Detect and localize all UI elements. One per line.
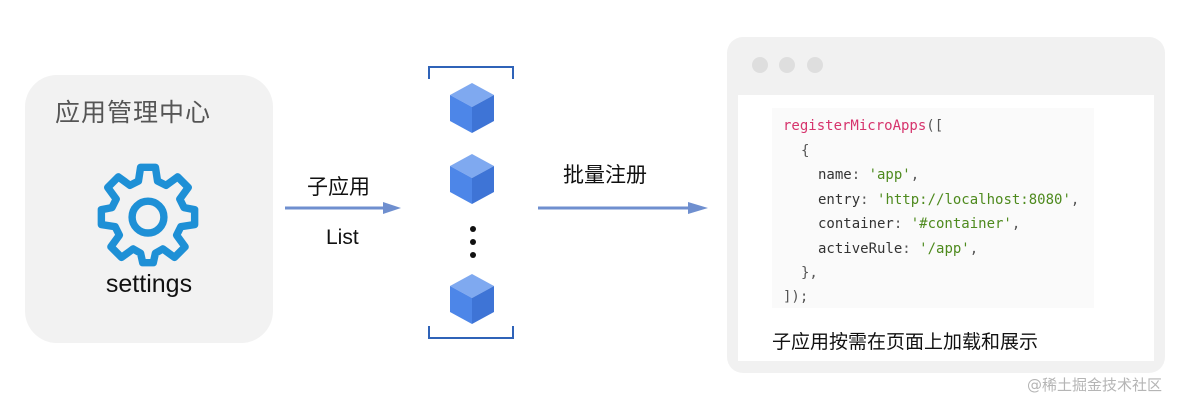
settings-label: settings [105,270,193,298]
card-title: 应用管理中心 [55,98,212,127]
arrow-right-2 [538,202,708,214]
code-line: activeRule: '/app', [818,241,979,257]
arrow1-top-label: 子应用 [307,175,370,199]
window-dot [779,57,795,73]
browser-caption: 子应用按需在页面上加载和展示 [772,331,1039,353]
cube-icon [450,83,494,133]
ellipsis-vertical-icon [470,226,476,258]
code-line: { [801,143,810,159]
gear-icon [97,163,199,267]
code-line: entry: 'http://localhost:8080', [818,192,1080,208]
code-line: container: '#container', [818,216,1021,232]
watermark: @稀土掘金技术社区 [1027,376,1163,394]
cube-icon [450,274,494,324]
code-line: name: 'app', [818,167,920,183]
code-line: ]); [783,289,809,305]
arrow2-top-label: 批量注册 [563,163,647,187]
window-dot [807,57,823,73]
code-line: registerMicroApps([ [783,118,944,134]
arrow1-bottom-label: List [326,226,359,249]
app-management-card [25,75,273,343]
cube-icon [450,154,494,204]
code-block [772,108,1094,308]
code-line: }, [801,265,818,281]
arrow-right-1 [285,202,401,214]
list-bracket-top [428,66,514,79]
list-bracket-bottom [428,326,514,339]
window-dot [752,57,768,73]
